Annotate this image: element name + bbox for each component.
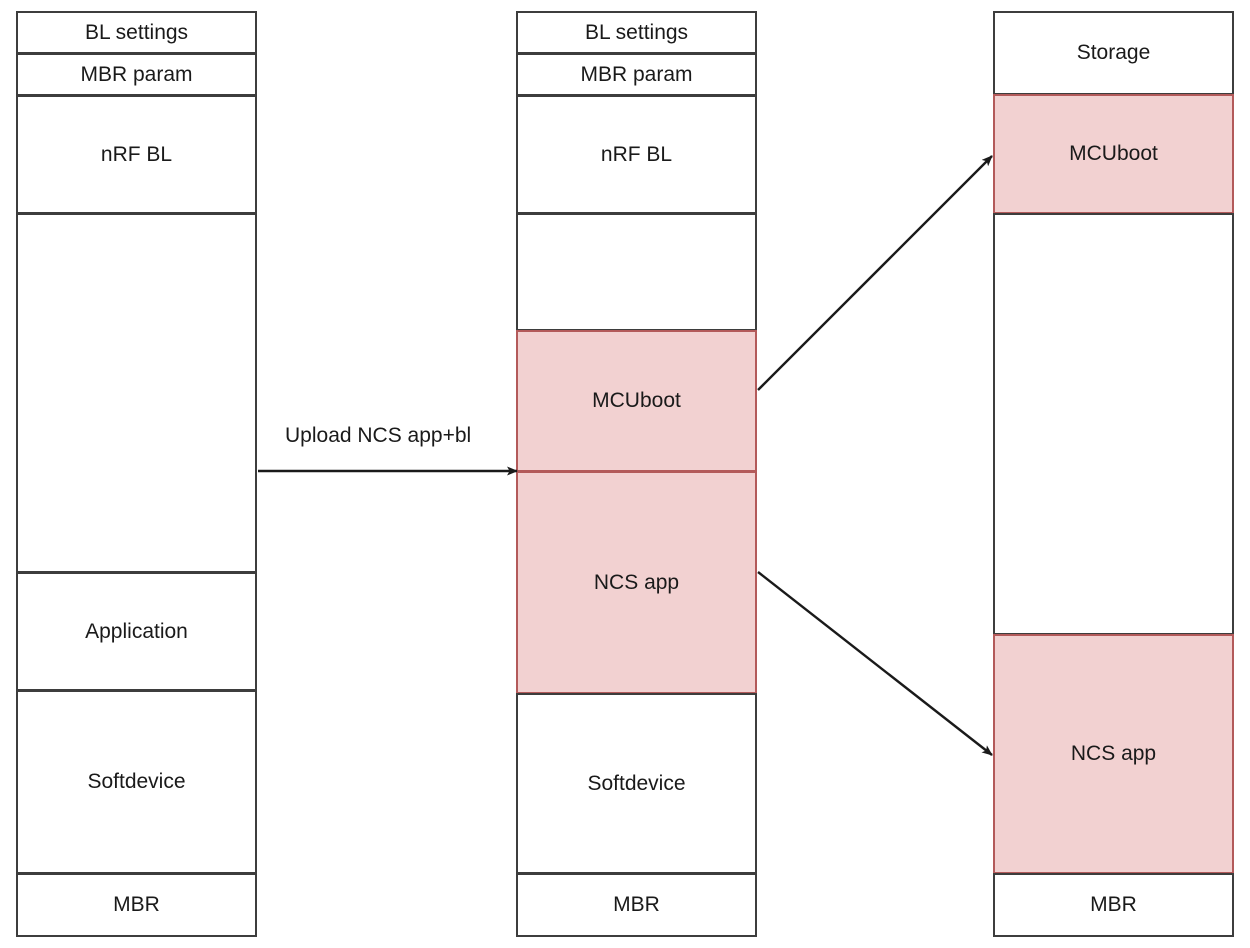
segment-label: MBR [613,893,660,917]
arrow-upload-label: Upload NCS app+bl [281,424,476,448]
segment-label: NCS app [593,570,680,594]
segment-label: MBR param [580,62,693,86]
segment-mbr-final[interactable]: MBR [993,873,1234,937]
segment-label: nRF BL [100,142,173,166]
column-legacy-layout: BL settings MBR param nRF BL Application… [0,0,280,948]
segment-label: BL settings [584,20,689,44]
segment-mbr-legacy[interactable]: MBR [16,873,257,937]
segment-label: MBR [113,893,160,917]
segment-empty-final[interactable] [993,213,1234,635]
segment-label: MCUboot [1069,142,1158,166]
segment-label: nRF BL [600,142,673,166]
segment-label: Storage [1076,41,1151,65]
segment-storage-final[interactable]: Storage [993,11,1234,95]
segment-label: Softdevice [87,770,186,794]
segment-mbr-transition[interactable]: MBR [516,873,757,937]
segment-softdevice-legacy[interactable]: Softdevice [16,690,257,874]
segment-label: MCUboot [592,389,681,413]
segment-label: Application [85,619,188,643]
segment-label: NCS app [1070,742,1157,766]
segment-softdevice-transition[interactable]: Softdevice [516,693,757,874]
segment-label: MBR [1090,893,1137,917]
segment-label: BL settings [84,20,189,44]
segment-ncs-app-transition[interactable]: NCS app [516,471,757,694]
segment-nrf-bl-legacy[interactable]: nRF BL [16,95,257,214]
segment-ncs-app-final[interactable]: NCS app [993,634,1234,874]
segment-bl-settings-transition[interactable]: BL settings [516,11,757,54]
segment-bl-settings-legacy[interactable]: BL settings [16,11,257,54]
segment-label: MBR param [80,62,193,86]
segment-label: Softdevice [587,771,686,795]
segment-mcuboot-transition[interactable]: MCUboot [516,330,757,472]
segment-mbr-param-transition[interactable]: MBR param [516,53,757,96]
segment-mcuboot-final[interactable]: MCUboot [993,94,1234,214]
segment-empty-transition[interactable] [516,213,757,331]
